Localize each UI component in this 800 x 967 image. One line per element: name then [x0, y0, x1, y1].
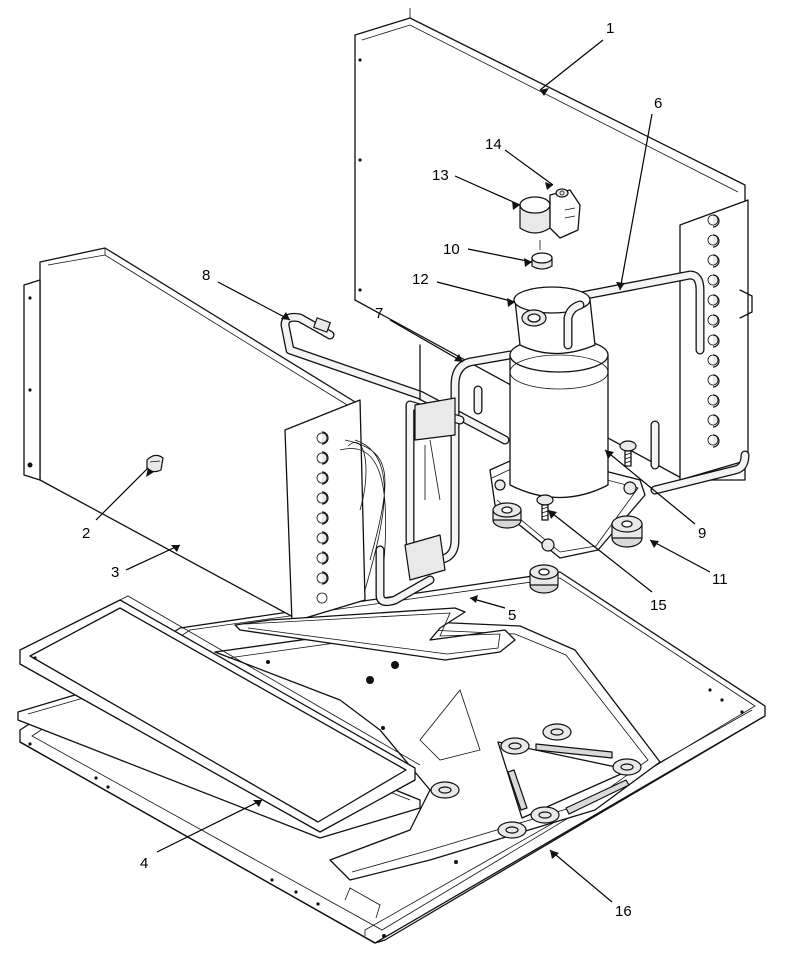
callout-1: 1 [606, 20, 614, 37]
callout-11: 11 [712, 571, 728, 588]
callout-8: 8 [202, 267, 210, 284]
grommet-left [492, 502, 522, 529]
tube-assembly [375, 344, 515, 607]
callout-12: 12 [412, 271, 429, 288]
callout-15: 15 [650, 597, 667, 614]
callout-14: 14 [485, 136, 502, 153]
evaporator-coil [354, 8, 753, 481]
grommet-front [529, 564, 559, 594]
terminal-cover [519, 188, 581, 239]
callout-arrows [146, 88, 659, 859]
callout-13: 13 [432, 167, 449, 184]
callout-16: 16 [615, 903, 632, 920]
overload-protector [531, 240, 553, 270]
side-bolt [619, 440, 637, 467]
compressor-assembly [489, 286, 646, 594]
callout-7: 7 [375, 305, 383, 322]
mount-bolt [536, 494, 554, 521]
callout-labels: 1 2 3 4 5 6 7 8 9 10 11 12 13 14 15 16 [82, 20, 728, 920]
callout-10: 10 [443, 241, 460, 258]
callout-3: 3 [111, 564, 119, 581]
drain-ring [234, 607, 516, 661]
callout-4: 4 [140, 855, 148, 872]
callout-2: 2 [82, 525, 90, 542]
callout-9: 9 [698, 525, 706, 542]
condenser-coil [23, 247, 387, 636]
drain-tray [17, 595, 421, 839]
callout-leaders [95, 39, 711, 903]
compressor-grommet [611, 515, 643, 548]
callout-6: 6 [654, 95, 662, 112]
suction-line [555, 270, 750, 495]
callout-5: 5 [508, 607, 516, 624]
